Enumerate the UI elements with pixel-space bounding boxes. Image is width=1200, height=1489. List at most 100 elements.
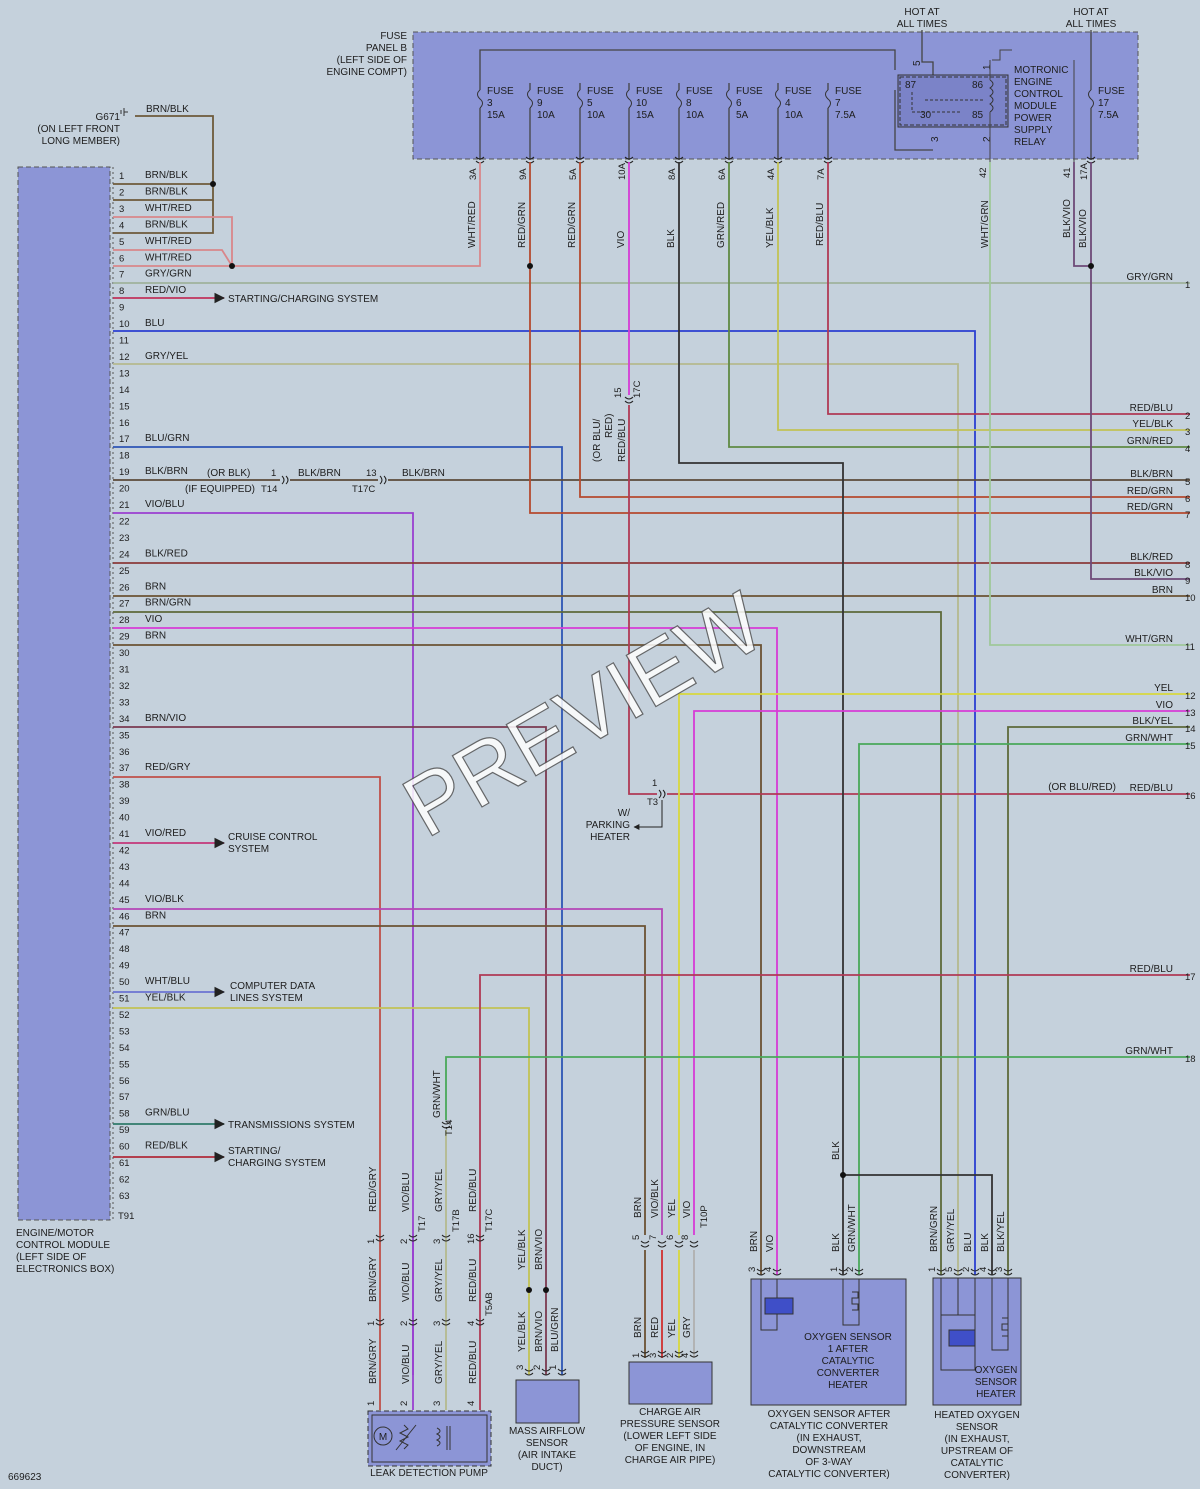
o2-after-heater-1: OXYGEN SENSOR bbox=[804, 1332, 892, 1343]
ecm-pin-15: 15 bbox=[119, 401, 130, 412]
ecm-pin-10: 10 bbox=[119, 319, 130, 330]
ecm-pin-54: 54 bbox=[119, 1043, 130, 1054]
fuse-number-9: 9 bbox=[537, 98, 543, 109]
wire-ecm-34 bbox=[113, 726, 547, 1375]
right-edge-wire-18: GRN/WHT bbox=[1125, 1046, 1173, 1057]
fuse-amp-10: 15A bbox=[636, 110, 654, 121]
ecm-pin-wire-24: BLK/RED bbox=[145, 548, 188, 559]
charge-pin-top-4: 8 bbox=[680, 1235, 691, 1240]
ecm-pin-wire-4: BRN/BLK bbox=[145, 219, 188, 230]
maf-wire-top-2: BRN/VIO bbox=[534, 1229, 545, 1270]
o2-after-heater-3: CATALYTIC bbox=[822, 1356, 875, 1367]
ecm-label-2: CONTROL MODULE bbox=[16, 1240, 110, 1251]
right-edge-wire-2: RED/BLU bbox=[1130, 403, 1173, 414]
ecm-pin-13: 13 bbox=[119, 368, 130, 379]
right-edge-wire-1: GRY/GRN bbox=[1127, 272, 1174, 283]
ecm-pin-39: 39 bbox=[119, 796, 130, 807]
ecm-pin-23: 23 bbox=[119, 533, 130, 544]
ground-wire: BRN/BLK bbox=[146, 104, 189, 115]
right-edge-pin-2: 2 bbox=[1185, 411, 1190, 422]
ecm-pin-19: 19 bbox=[119, 467, 130, 478]
maf-label-3: (AIR INTAKE bbox=[518, 1450, 576, 1461]
wire-ground bbox=[135, 115, 214, 184]
charge-wire-top-1: BRN bbox=[633, 1197, 644, 1218]
relay-label-1: MOTRONIC bbox=[1014, 65, 1068, 76]
o2after-pin-3: 1 bbox=[829, 1267, 840, 1272]
maf-wire-bot-1: YEL/BLK bbox=[517, 1311, 528, 1352]
fuse-amp-8: 10A bbox=[686, 110, 704, 121]
fuse-panel-label-3: (LEFT SIDE OF bbox=[337, 55, 407, 66]
fuse-wire-label-7: RED/BLU bbox=[815, 203, 826, 246]
connector-t3 bbox=[658, 789, 666, 799]
leak-pin-bot-3: 3 bbox=[432, 1401, 443, 1406]
splice-fuse-17 bbox=[1088, 263, 1094, 269]
conn-o2heated-3 bbox=[970, 1268, 980, 1276]
ecm-pin-61: 61 bbox=[119, 1158, 130, 1169]
fuse-amp-5: 10A bbox=[587, 110, 605, 121]
o2heated-wire-4: BLK bbox=[980, 1233, 991, 1252]
ecm-pin-wire-51: YEL/BLK bbox=[145, 993, 186, 1004]
ecm-pin-wire-1: BRN/BLK bbox=[145, 170, 188, 181]
charge-pin-top-1: 5 bbox=[631, 1235, 642, 1240]
leak-pin-bot-4: 4 bbox=[466, 1401, 477, 1406]
o2heated-pin-5: 3 bbox=[994, 1267, 1005, 1272]
fuse-icon-17 bbox=[1088, 89, 1094, 109]
charge-pin-top-2: 7 bbox=[648, 1235, 659, 1240]
relay-label-6: SUPPLY bbox=[1014, 125, 1053, 136]
fuse-wire-label-3: WHT/RED bbox=[467, 201, 478, 248]
leak-conn-t17c: T17C bbox=[484, 1209, 495, 1232]
ref-cruise-2: SYSTEM bbox=[228, 844, 269, 855]
leak-wire-top-2: VIO/BLU bbox=[401, 1173, 412, 1212]
wire-ecm-37 bbox=[113, 776, 381, 1235]
o2heated-wire-5: BLK/YEL bbox=[996, 1211, 1007, 1252]
ecm-box bbox=[17, 166, 111, 1221]
ref-starting-charging-2a: STARTING/ bbox=[228, 1146, 281, 1157]
ecm-pin-53: 53 bbox=[119, 1026, 130, 1037]
relay-pin-87: 87 bbox=[905, 80, 917, 91]
wire-right-18 bbox=[445, 1056, 1190, 1120]
leak-wire-bot-4: RED/BLU bbox=[468, 1341, 479, 1384]
fuse-terminal-4: 4A bbox=[766, 168, 777, 180]
ecm-pin-46: 46 bbox=[119, 911, 130, 922]
charge-wire-top-2: VIO/BLK bbox=[650, 1179, 661, 1218]
right-edge-note-16: (OR BLU/RED) bbox=[1048, 782, 1116, 793]
inline-or-blk: (OR BLK) bbox=[207, 468, 250, 479]
charge-label-3: (LOWER LEFT SIDE bbox=[623, 1431, 716, 1442]
inline-t3-pin: 1 bbox=[652, 778, 657, 789]
fuse-name-9: FUSE bbox=[537, 86, 564, 97]
wire-fuse-6 bbox=[728, 162, 1190, 448]
ecm-pin-5: 5 bbox=[119, 237, 124, 248]
ecm-pin-11: 11 bbox=[119, 336, 129, 347]
o2-after-label-6: CATALYTIC CONVERTER) bbox=[768, 1469, 890, 1480]
ecm-pin-wire-7: GRY/GRN bbox=[145, 269, 192, 280]
conn-o2heated-2 bbox=[953, 1268, 963, 1276]
ecm-pin-18: 18 bbox=[119, 451, 130, 462]
maf-pin-1: 3 bbox=[515, 1365, 526, 1370]
inline-t14: T14 bbox=[261, 484, 277, 495]
ecm-pin-40: 40 bbox=[119, 813, 130, 824]
parking-heater-1: W/ bbox=[618, 808, 630, 819]
wire-ecm-46 bbox=[113, 925, 646, 1235]
fuse-wire-label-9: RED/GRN bbox=[517, 202, 528, 248]
splice-maf-1 bbox=[526, 1287, 532, 1293]
right-edge-pin-4: 4 bbox=[1185, 444, 1190, 455]
inline-if-equipped: (IF EQUIPPED) bbox=[185, 484, 255, 495]
fuse-amp-6: 5A bbox=[736, 110, 749, 121]
ecm-pin-49: 49 bbox=[119, 961, 130, 972]
fuse-amp-9: 10A bbox=[537, 110, 555, 121]
ecm-pin-8: 8 bbox=[119, 286, 124, 297]
parking-heater-3: HEATER bbox=[590, 832, 630, 843]
right-edge-wire-8: BLK/RED bbox=[1130, 552, 1173, 563]
fuse-terminal-7: 7A bbox=[816, 168, 827, 180]
leak-pin-top-1: 1 bbox=[366, 1239, 377, 1244]
conn-charge-bot-4 bbox=[689, 1350, 699, 1358]
hot-at-all-times-left-1: HOT AT bbox=[904, 7, 939, 18]
inline-or-red: RED) bbox=[604, 414, 615, 438]
wire-fuse-9 bbox=[529, 162, 1190, 514]
ecm-pin-wire-28: VIO bbox=[145, 614, 162, 625]
conn-o2after-4 bbox=[854, 1268, 864, 1276]
splice-wht-red bbox=[229, 263, 235, 269]
ecm-pin-21: 21 bbox=[119, 500, 130, 511]
conn-leak-top-1 bbox=[375, 1234, 385, 1242]
maf-sensor-box bbox=[515, 1379, 580, 1424]
